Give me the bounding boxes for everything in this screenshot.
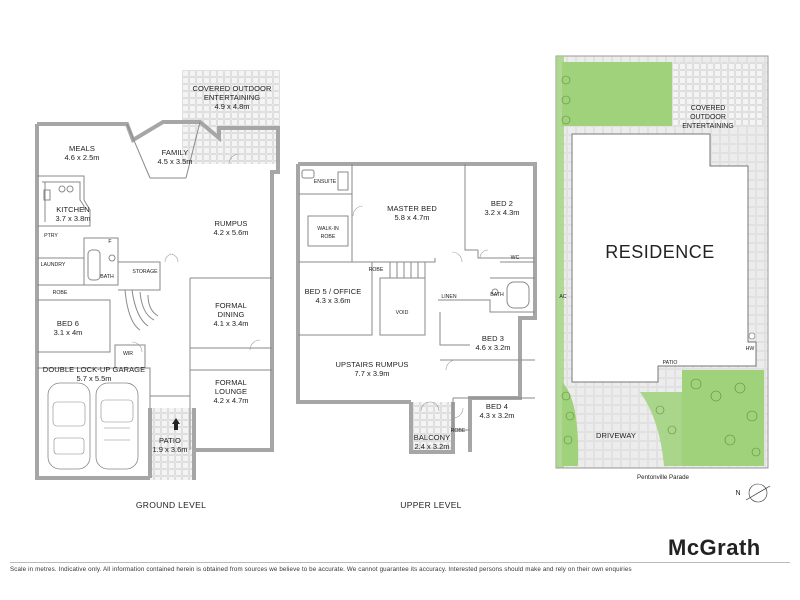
bed6-dim: 3.1 x 4m	[54, 328, 83, 337]
entry-arrow-icon	[172, 418, 180, 430]
formal-lounge-dim: 4.2 x 4.7m	[213, 396, 248, 405]
upper-bath-label: BATH	[490, 292, 504, 298]
bed4-name: BED 4	[486, 402, 508, 411]
upstairs-rumpus-dim: 7.7 x 3.9m	[354, 369, 389, 378]
storage-label: STORAGE	[132, 269, 158, 275]
site-covered-outdoor-name-3: ENTERTAINING	[682, 123, 733, 130]
void-label: VOID	[396, 310, 409, 316]
bed5-name: BED 5 / OFFICE	[305, 287, 362, 296]
covered-outdoor-name-2: ENTERTAINING	[204, 93, 260, 102]
patio-tiles	[150, 408, 194, 480]
walk-in-name: WALK-IN	[317, 226, 339, 232]
ground-patio-name: PATIO	[159, 436, 181, 445]
street-name: Pentonville Parade	[637, 474, 690, 481]
master-bed-dim: 5.8 x 4.7m	[394, 213, 429, 222]
upper-level-caption: UPPER LEVEL	[400, 500, 461, 510]
ac-label: AC	[559, 294, 566, 300]
covered-outdoor-dim: 4.9 x 4.8m	[214, 102, 249, 111]
ground-level-labels: COVERED OUTDOOR ENTERTAINING 4.9 x 4.8m …	[41, 84, 272, 510]
residence-label: RESIDENCE	[605, 242, 715, 262]
family-name: FAMILY	[162, 148, 189, 157]
wir-label: WIR	[123, 351, 133, 357]
master-bed-name: MASTER BED	[387, 204, 437, 213]
front-garden-left	[562, 382, 579, 466]
walk-in-name-2: ROBE	[321, 234, 336, 240]
rumpus-dim: 4.2 x 5.6m	[213, 228, 248, 237]
formal-dining-dim: 4.1 x 3.4m	[213, 319, 248, 328]
balcony-name: BALCONY	[414, 433, 451, 442]
upstairs-rumpus-name: UPSTAIRS RUMPUS	[335, 360, 408, 369]
bed5-dim: 4.3 x 3.6m	[315, 296, 350, 305]
meals-dim: 4.6 x 2.5m	[64, 153, 99, 162]
driveway-label: DRIVEWAY	[596, 431, 636, 440]
garage-name: DOUBLE LOCK-UP GARAGE	[43, 365, 145, 374]
wc-label: WC	[511, 255, 520, 261]
upper-robe-label-2: ROBE	[451, 428, 466, 434]
covered-outdoor-name: COVERED OUTDOOR	[192, 84, 271, 93]
fridge-label: F	[108, 239, 111, 245]
ground-robe-label: ROBE	[53, 290, 68, 296]
linen-label: LINEN	[441, 294, 457, 300]
mcgrath-logo: McGrath	[668, 535, 761, 560]
balcony-tiles	[411, 402, 453, 452]
laundry-label: LAUNDRY	[41, 262, 66, 268]
ground-patio-dim: 1.9 x 3.6m	[152, 445, 187, 454]
north-label: N	[735, 490, 740, 497]
ensuite-label: ENSUITE	[314, 179, 337, 185]
pantry-label: PTRY	[44, 233, 58, 239]
covered-outdoor-tiles	[182, 70, 280, 164]
car-icon	[47, 382, 91, 470]
meals-name: MEALS	[69, 144, 95, 153]
balcony-dim: 2.4 x 3.2m	[414, 442, 449, 451]
formal-lounge-name: FORMAL	[215, 378, 247, 387]
tree-icon	[561, 75, 761, 457]
front-garden-bed	[640, 392, 682, 466]
side-lawn	[556, 56, 564, 468]
upper-robe-label: ROBE	[369, 267, 384, 273]
bed3-name: BED 3	[482, 334, 504, 343]
hot-water-unit-icon	[748, 332, 756, 340]
ground-level-plan	[35, 70, 280, 480]
bed4-dim: 4.3 x 3.2m	[479, 411, 514, 420]
kitchen-name: KITCHEN	[56, 205, 90, 214]
formal-dining-name: FORMAL	[215, 301, 247, 310]
garage-dim: 5.7 x 5.5m	[76, 374, 111, 383]
kitchen-dim: 3.7 x 3.8m	[55, 214, 90, 223]
formal-lounge-name-2: LOUNGE	[215, 387, 247, 396]
upper-level-plan	[296, 162, 537, 454]
car-icon	[95, 382, 139, 470]
covered-outdoor-area	[672, 62, 764, 126]
rear-lawn	[562, 62, 672, 126]
bed2-name: BED 2	[491, 199, 513, 208]
rumpus-name: RUMPUS	[214, 219, 247, 228]
bed2-dim: 3.2 x 4.3m	[484, 208, 519, 217]
north-arrow-icon: N	[735, 483, 771, 503]
residence-footprint	[571, 133, 757, 383]
bed3-dim: 4.6 x 3.2m	[475, 343, 510, 352]
site-covered-outdoor-name: COVERED	[691, 105, 726, 112]
footer-divider	[10, 562, 790, 563]
family-dim: 4.5 x 3.5m	[157, 157, 192, 166]
disclaimer-text: Scale in metres. Indicative only. All in…	[10, 566, 632, 573]
ground-level-caption: GROUND LEVEL	[136, 500, 206, 510]
upper-level-labels: ENSUITE MASTER BED 5.8 x 4.7m WALK-IN RO…	[305, 179, 520, 510]
hw-label: HW	[746, 346, 755, 352]
site-patio-label: PATIO	[663, 360, 678, 366]
ground-bath-label: BATH	[100, 274, 114, 280]
bed6-name: BED 6	[57, 319, 79, 328]
formal-dining-name-2: DINING	[218, 310, 245, 319]
front-lawn-right	[682, 370, 764, 466]
site-plan: COVERED OUTDOOR ENTERTAINING RESIDENCE A…	[555, 55, 769, 481]
site-covered-outdoor-name-2: OUTDOOR	[690, 114, 726, 121]
